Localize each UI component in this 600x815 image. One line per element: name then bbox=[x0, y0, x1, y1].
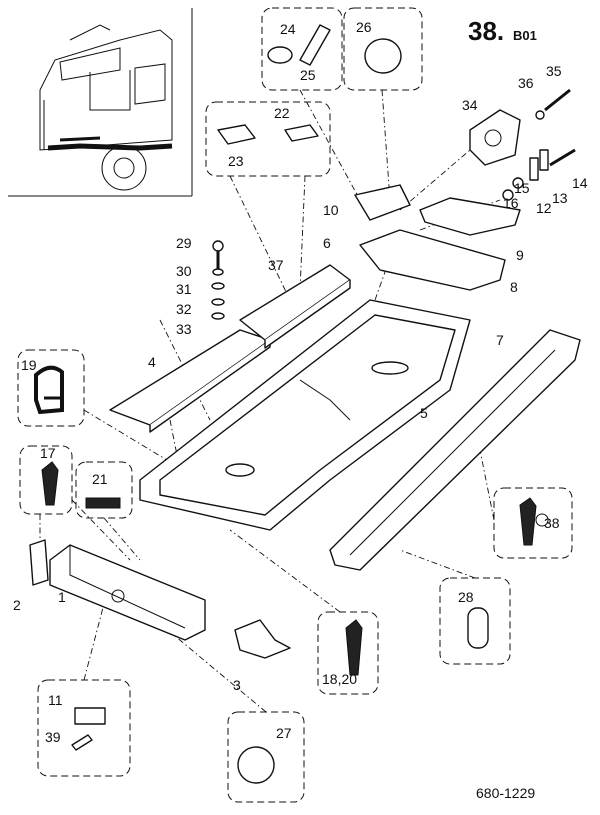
callout-32: 32 bbox=[176, 301, 192, 317]
callout-7: 7 bbox=[496, 332, 504, 348]
callout-2: 2 bbox=[13, 597, 21, 613]
callout-24: 24 bbox=[280, 21, 296, 37]
bolt-group-right bbox=[502, 88, 576, 201]
section-suffix: B01 bbox=[513, 28, 537, 43]
callout-22: 22 bbox=[274, 105, 290, 121]
callout-6: 6 bbox=[323, 235, 331, 251]
callout-9: 9 bbox=[516, 247, 524, 263]
part-1-cross-member bbox=[49, 544, 206, 641]
callout-13: 13 bbox=[552, 190, 568, 206]
detail-box-26 bbox=[343, 7, 423, 91]
callout-23: 23 bbox=[228, 153, 244, 169]
callout-18-20: 18,20 bbox=[322, 671, 357, 687]
seal-18-20-profile bbox=[345, 619, 363, 676]
detail-box-24-25 bbox=[261, 7, 343, 91]
part-7-side-panel bbox=[329, 329, 581, 571]
truck-location-inset bbox=[8, 8, 193, 197]
callout-39: 39 bbox=[45, 729, 61, 745]
callout-19: 19 bbox=[21, 357, 37, 373]
callout-35: 35 bbox=[546, 63, 562, 79]
plate-11 bbox=[74, 707, 106, 725]
callout-29: 29 bbox=[176, 235, 192, 251]
callout-8: 8 bbox=[510, 279, 518, 295]
callout-21: 21 bbox=[92, 471, 108, 487]
part-34-plate bbox=[469, 109, 521, 166]
seal-38-profile bbox=[519, 497, 549, 546]
part-22-23-pads bbox=[217, 124, 319, 145]
callout-11: 11 bbox=[48, 692, 63, 708]
part-2-bracket bbox=[29, 539, 49, 586]
callout-1: 1 bbox=[58, 589, 66, 605]
callout-36: 36 bbox=[518, 75, 534, 91]
callout-15: 15 bbox=[514, 180, 530, 196]
callout-37: 37 bbox=[268, 257, 284, 273]
page-code: 38. bbox=[468, 16, 504, 46]
strip-21 bbox=[85, 497, 121, 509]
seal-19-profile bbox=[34, 365, 64, 415]
detail-box-38 bbox=[493, 487, 573, 559]
part-24-25-grommet bbox=[267, 24, 331, 66]
part-5-floor-tray bbox=[139, 299, 471, 531]
detail-box-17 bbox=[19, 445, 73, 515]
part-10-bracket bbox=[354, 184, 411, 221]
callout-27: 27 bbox=[276, 725, 292, 741]
seal-17-profile bbox=[41, 461, 59, 506]
callout-38: 38 bbox=[544, 515, 560, 531]
callout-14: 14 bbox=[572, 175, 588, 191]
plug-26 bbox=[364, 38, 402, 74]
callout-31: 31 bbox=[176, 281, 192, 297]
detail-box-22-23 bbox=[205, 101, 331, 177]
callout-28: 28 bbox=[458, 589, 474, 605]
callout-12: 12 bbox=[536, 200, 552, 216]
callout-4: 4 bbox=[148, 354, 156, 370]
callout-17: 17 bbox=[40, 445, 56, 461]
plug-27 bbox=[237, 746, 275, 784]
callout-33: 33 bbox=[176, 321, 192, 337]
callout-3: 3 bbox=[233, 677, 241, 693]
bolt-stack-29-33 bbox=[211, 240, 225, 320]
callout-30: 30 bbox=[176, 263, 192, 279]
callout-10: 10 bbox=[323, 202, 339, 218]
part-6-center-rail bbox=[239, 264, 351, 349]
drawing-number: 680-1229 bbox=[476, 785, 535, 801]
detail-box-19 bbox=[17, 349, 85, 427]
callout-34: 34 bbox=[462, 97, 478, 113]
part-3-bracket bbox=[234, 619, 291, 659]
part-9-bracket bbox=[419, 197, 521, 236]
callout-26: 26 bbox=[356, 19, 372, 35]
plug-28 bbox=[467, 607, 489, 649]
callout-labels: 1 2 3 4 5 6 7 8 9 10 11 12 13 14 15 16 1… bbox=[13, 19, 588, 745]
callout-25: 25 bbox=[300, 67, 316, 83]
part-8-bracket bbox=[359, 229, 506, 291]
callout-16: 16 bbox=[503, 195, 519, 211]
screw-39 bbox=[71, 734, 93, 751]
callout-5: 5 bbox=[420, 405, 428, 421]
